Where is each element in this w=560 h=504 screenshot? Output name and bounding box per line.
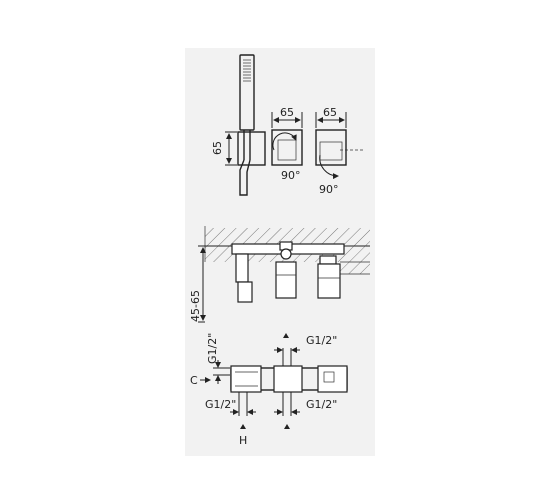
body-front	[230, 365, 348, 393]
height-dimension: 65	[211, 131, 237, 166]
label-c: C	[190, 374, 198, 387]
depth-label: 45-65	[189, 290, 202, 322]
hand-shower	[237, 54, 266, 196]
thread-top-label: G1/2"	[306, 334, 337, 347]
thread-bottom-right-label: G1/2"	[306, 398, 337, 411]
label-h: H	[239, 434, 247, 447]
thread-bottom-right: G1/2"	[274, 392, 337, 429]
thread-left-label: G1/2"	[206, 333, 219, 364]
thread-bottom-left: G1/2"	[205, 392, 256, 429]
height-65-label: 65	[211, 141, 224, 155]
rotation-left-label: 90°	[281, 169, 301, 182]
width-dimensions: 65 65	[271, 106, 347, 128]
thread-top: G1/2"	[274, 333, 337, 366]
side-components	[235, 241, 341, 303]
width-right-65-label: 65	[323, 106, 337, 119]
handle-right-top	[315, 129, 364, 180]
width-left-65-label: 65	[280, 106, 294, 119]
handle-left-top	[271, 129, 303, 166]
thread-bottom-left-label: G1/2"	[205, 398, 236, 411]
depth-dimension: 45-65	[189, 245, 230, 323]
thread-left-vertical: G1/2"	[206, 333, 230, 384]
rotation-right-label: 90°	[319, 183, 339, 196]
